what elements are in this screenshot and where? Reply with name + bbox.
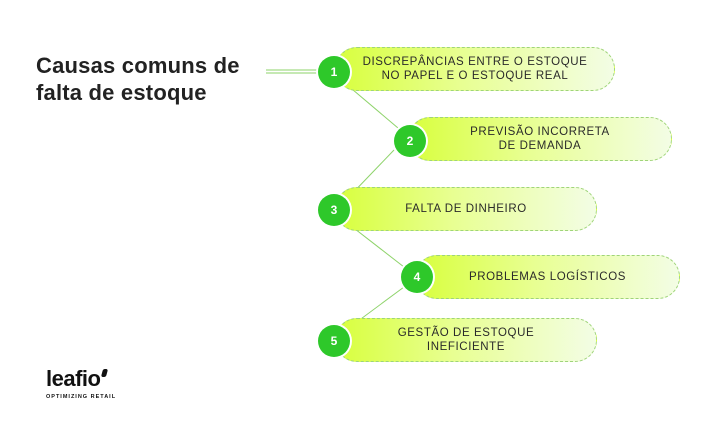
step-4-label: PROBLEMAS LOGÍSTICOS: [468, 271, 627, 283]
step-4-pill: PROBLEMAS LOGÍSTICOS: [415, 255, 680, 299]
step-2-label: PREVISÃO INCORRETA DE DEMANDA: [470, 126, 610, 152]
step-3-pill: FALTA DE DINHEIRO: [335, 187, 597, 231]
step-4-number-badge: 4: [401, 261, 433, 293]
step-1-label: DISCREPÂNCIAS ENTRE O ESTOQUE NO PAPEL E…: [362, 56, 588, 82]
logo-tagline: OPTIMIZING RETAIL: [46, 394, 117, 400]
leafio-logo: leafio OPTIMIZING RETAIL: [46, 368, 117, 401]
step-5-label: GESTÃO DE ESTOQUE INEFICIENTE: [397, 327, 535, 353]
step-5-pill: GESTÃO DE ESTOQUE INEFICIENTE: [335, 318, 597, 362]
step-3-label: FALTA DE DINHEIRO: [405, 203, 527, 215]
step-5-number-badge: 5: [318, 325, 350, 357]
step-2-pill: PREVISÃO INCORRETA DE DEMANDA: [408, 117, 672, 161]
page-title: Causas comuns de falta de estoque: [36, 53, 240, 105]
logo-accent-mark: [101, 369, 109, 377]
step-1-pill: DISCREPÂNCIAS ENTRE O ESTOQUE NO PAPEL E…: [335, 47, 615, 91]
step-3-number-badge: 3: [318, 194, 350, 226]
step-2-number-badge: 2: [394, 125, 426, 157]
step-1-number-badge: 1: [318, 56, 350, 88]
logo-wordmark: leafio: [46, 368, 109, 390]
